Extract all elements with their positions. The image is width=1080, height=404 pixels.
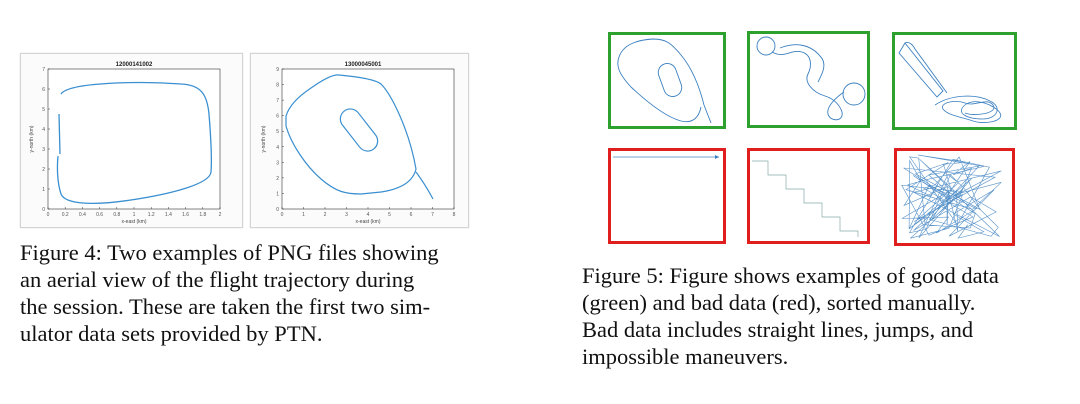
y-tick-label: 1: [42, 187, 45, 193]
bad-example-1-trace: [613, 155, 719, 159]
x-tick-label: 1.6: [182, 212, 189, 218]
plot-b-y-ticks: 0 1 2 3 4 5 6 7 8 9: [276, 67, 284, 213]
good-example-3: [892, 32, 1017, 130]
x-tick-label: 4: [367, 212, 370, 218]
plot-b-title: 13000045001: [345, 62, 382, 68]
y-tick-label: 3: [276, 160, 279, 166]
good-example-1: [608, 32, 726, 129]
bad-example-3-trace: [901, 154, 1002, 239]
plot-a-xlabel: x-east (km): [122, 219, 147, 225]
figure5-caption-line: Bad data includes straight lines, jumps,…: [582, 317, 974, 342]
bad-example-2: [747, 148, 870, 244]
figure5-caption: Figure 5: Figure shows examples of good …: [582, 262, 999, 370]
y-tick-label: 1: [276, 191, 279, 197]
good-example-3-trace: [898, 42, 1002, 123]
plot-a-title: 12000141002: [116, 62, 153, 68]
figure4-caption: Figure 4: Two examples of PNG files show…: [20, 239, 439, 347]
y-tick-label: 0: [276, 207, 279, 213]
bad-example-3: [894, 148, 1015, 246]
bad-example-2-trace: [752, 160, 859, 237]
x-tick-label: 1.4: [165, 212, 172, 218]
figure4-caption-line: the session. These are taken the first t…: [20, 294, 431, 319]
x-tick-label: 1.2: [148, 212, 155, 218]
x-tick-label: 1.8: [199, 212, 206, 218]
figure4-caption-line: Figure 4: Two examples of PNG files show…: [20, 240, 439, 265]
y-tick-label: 0: [42, 207, 45, 213]
x-tick-label: 0.4: [79, 212, 86, 218]
y-tick-label: 3: [42, 147, 45, 153]
figure5-caption-line: Figure 5: Figure shows examples of good …: [582, 263, 999, 288]
x-tick-label: 3: [345, 212, 348, 218]
plot-a-x-ticks: 0 0.2 0.4 0.6 0.8 1 1.2 1.4 1.6 1.8 2: [47, 207, 222, 218]
y-tick-label: 5: [42, 107, 45, 113]
plot-a-y-ticks: 0 1 2 3 4 5 6 7: [42, 67, 50, 213]
y-tick-label: 4: [42, 127, 45, 133]
x-tick-label: 0: [47, 212, 50, 218]
plot-b-ylabel: y-north (km): [261, 125, 267, 152]
good-example-1-trace: [617, 38, 712, 124]
figure4-plot-b: 13000045001 0 1 2 3 4 5 6 7 8 0 1 2 3 4 5 6 7 8 9 x-east …: [250, 53, 469, 228]
plot-a-axes-box: [47, 68, 221, 210]
x-tick-label: 7: [431, 212, 434, 218]
plot-b-x-ticks: 0 1 2 3 4 5 6 7 8: [281, 207, 456, 218]
figure5-caption-line: impossible maneuvers.: [582, 344, 789, 369]
x-tick-label: 0.6: [96, 212, 103, 218]
good-example-2-trace: [756, 36, 866, 121]
x-tick-label: 0.8: [113, 212, 120, 218]
plot-a-trajectory: [56, 81, 213, 204]
y-tick-label: 8: [276, 83, 279, 89]
bad-example-3-tangle: [901, 154, 1002, 239]
good-example-2: [747, 31, 870, 128]
y-tick-label: 7: [276, 98, 279, 104]
y-tick-label: 6: [42, 87, 45, 93]
x-tick-label: 5: [388, 212, 391, 218]
x-tick-label: 2: [324, 212, 327, 218]
x-tick-label: 0: [281, 212, 284, 218]
plot-b-inner-loop: [339, 108, 379, 152]
x-tick-label: 2: [219, 212, 222, 218]
plot-b-xlabel: x-east (km): [356, 219, 381, 225]
figure4-plot-b-canvas: 13000045001 0 1 2 3 4 5 6 7 8 0 1 2 3 4 5 6 7 8 9 x-east …: [261, 62, 456, 225]
plot-a-ylabel: y-north (km): [29, 125, 35, 152]
plot-b-trajectory: [285, 74, 434, 200]
x-tick-label: 1: [133, 212, 136, 218]
y-tick-label: 2: [276, 176, 279, 182]
y-tick-label: 2: [42, 167, 45, 173]
y-tick-label: 9: [276, 67, 279, 73]
x-tick-label: 8: [453, 212, 456, 218]
figure4-caption-line: ulator data sets provided by PTN.: [20, 321, 323, 346]
y-tick-label: 6: [276, 114, 279, 120]
figure4-caption-line: an aerial view of the flight trajectory …: [20, 267, 415, 292]
y-tick-label: 5: [276, 129, 279, 135]
x-tick-label: 6: [410, 212, 413, 218]
y-tick-label: 7: [42, 67, 45, 73]
y-tick-label: 4: [276, 145, 279, 151]
x-tick-label: 0.2: [62, 212, 69, 218]
x-tick-label: 1: [302, 212, 305, 218]
figure5-caption-line: (green) and bad data (red), sorted manua…: [582, 290, 976, 315]
bad-example-1: [608, 148, 726, 244]
